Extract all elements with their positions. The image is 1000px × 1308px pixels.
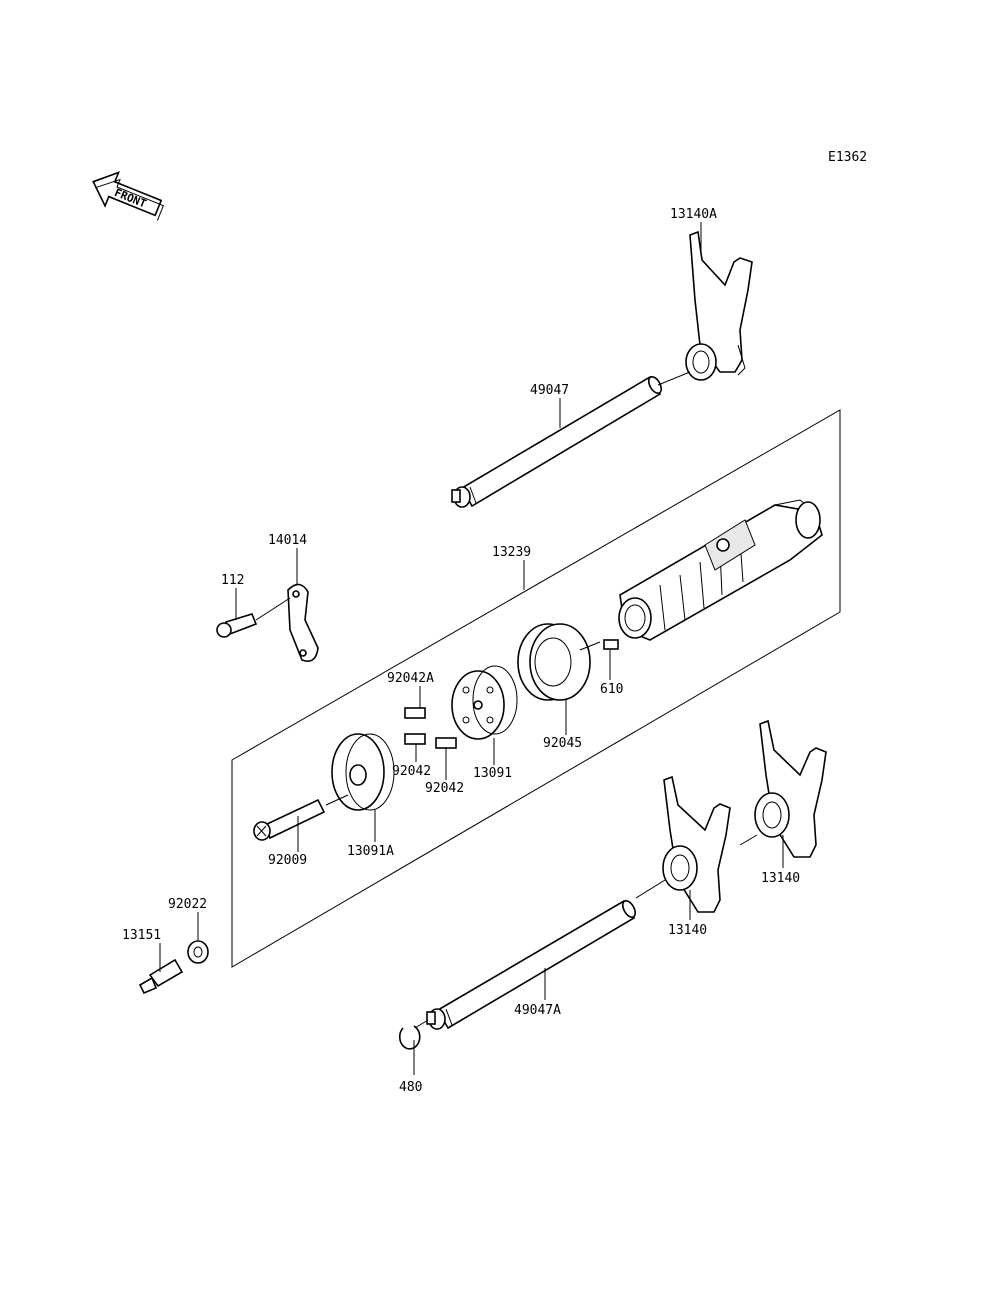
label-13151: 13151 [122,928,161,943]
assembly-boundary [231,409,841,968]
cam-13091 [451,665,518,740]
bolt-112 [216,613,258,638]
label-49047: 49047 [530,383,569,398]
label-13239: 13239 [492,545,531,560]
label-13140-left: 13140 [668,923,707,938]
pin-610 [603,639,619,650]
label-14014: 14014 [268,533,307,548]
pin-92042A [404,707,426,719]
circlip-480 [398,1025,421,1050]
label-92009: 92009 [268,853,307,868]
label-112: 112 [221,573,244,588]
label-92042-left: 92042 [392,764,431,779]
label-92042-right: 92042 [425,781,464,796]
plate-14014 [287,583,319,662]
label-13140A: 13140A [670,207,717,222]
leader-lines [159,222,784,1075]
diagram-code: E1362 [828,150,867,165]
shift-fork-13140-right [754,719,827,858]
shift-drum-13239 [618,499,823,641]
label-480: 480 [399,1080,422,1095]
label-13140-right: 13140 [761,871,800,886]
front-arrow-icon: FRONT [92,171,165,221]
label-610: 610 [600,682,623,697]
shift-rod-49047 [451,375,663,508]
label-49047A: 49047A [514,1003,561,1018]
pin-92042-left [404,733,426,745]
pin-92042-right [435,737,457,749]
bolt-92009 [253,798,326,841]
shift-fork-13140-left [662,775,731,913]
shift-rod-49047A [426,899,637,1030]
neutral-switch-13151 [138,958,184,995]
label-92022: 92022 [168,897,207,912]
label-92042A: 92042A [387,671,434,686]
label-13091A: 13091A [347,844,394,859]
bearing-92045 [517,623,591,701]
washer-92022 [187,940,209,964]
label-13091: 13091 [473,766,512,781]
shift-fork-13140A [685,230,753,381]
label-92045: 92045 [543,736,582,751]
cam-plate-13091A [331,733,395,811]
